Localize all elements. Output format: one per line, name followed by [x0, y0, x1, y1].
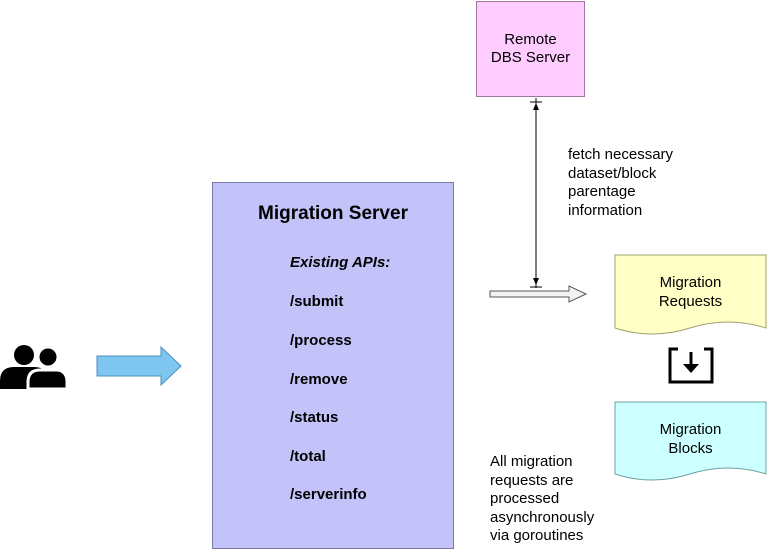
- remote-dbs-line1: Remote: [504, 30, 557, 48]
- migration-blocks-doc: [614, 401, 767, 481]
- migration-requests-label: Migration Requests: [615, 274, 766, 311]
- api-item: /remove: [290, 371, 348, 388]
- fetch-caption-line: fetch necessary: [568, 146, 674, 163]
- users-icon: [0, 345, 69, 391]
- server-title: Migration Server: [258, 203, 408, 224]
- fetch-caption-line: information: [568, 201, 643, 219]
- remote-dbs-server-box: Remote DBS Server: [476, 1, 585, 97]
- async-note: All migration requests are processed asy…: [490, 453, 620, 546]
- users-to-server-arrow: [96, 345, 182, 387]
- requests-line1: Migration: [659, 274, 722, 291]
- fetch-caption-line: dataset/block: [568, 164, 657, 182]
- migration-server-box: Migration Server Existing APIs: /submit …: [212, 182, 454, 549]
- api-item: /serverinfo: [290, 486, 367, 503]
- fetch-caption-line: parentage: [568, 183, 636, 200]
- async-note-line: processed: [490, 490, 560, 507]
- migration-blocks-label: Migration Blocks: [615, 421, 766, 458]
- api-item: /total: [290, 448, 326, 465]
- remote-dbs-line2: DBS Server: [490, 49, 571, 66]
- blocks-line2: Blocks: [668, 439, 713, 457]
- blocks-line1: Migration: [659, 421, 722, 438]
- api-item: /process: [290, 332, 352, 349]
- dbs-connector: [530, 98, 542, 288]
- async-note-line: asynchronously: [490, 508, 595, 526]
- async-note-line: via goroutines: [490, 527, 584, 544]
- async-note-line: requests are: [490, 471, 574, 489]
- requests-line2: Requests: [658, 292, 723, 310]
- migration-requests-doc: [614, 254, 767, 335]
- fetch-caption: fetch necessary dataset/block parentage …: [568, 146, 728, 220]
- api-item: /status: [290, 409, 339, 426]
- async-note-line: All migration: [490, 453, 573, 470]
- apis-heading: Existing APIs:: [290, 254, 391, 271]
- api-item: /submit: [290, 293, 344, 310]
- requests-arrow: [489, 285, 588, 303]
- download-box-icon: [668, 347, 714, 384]
